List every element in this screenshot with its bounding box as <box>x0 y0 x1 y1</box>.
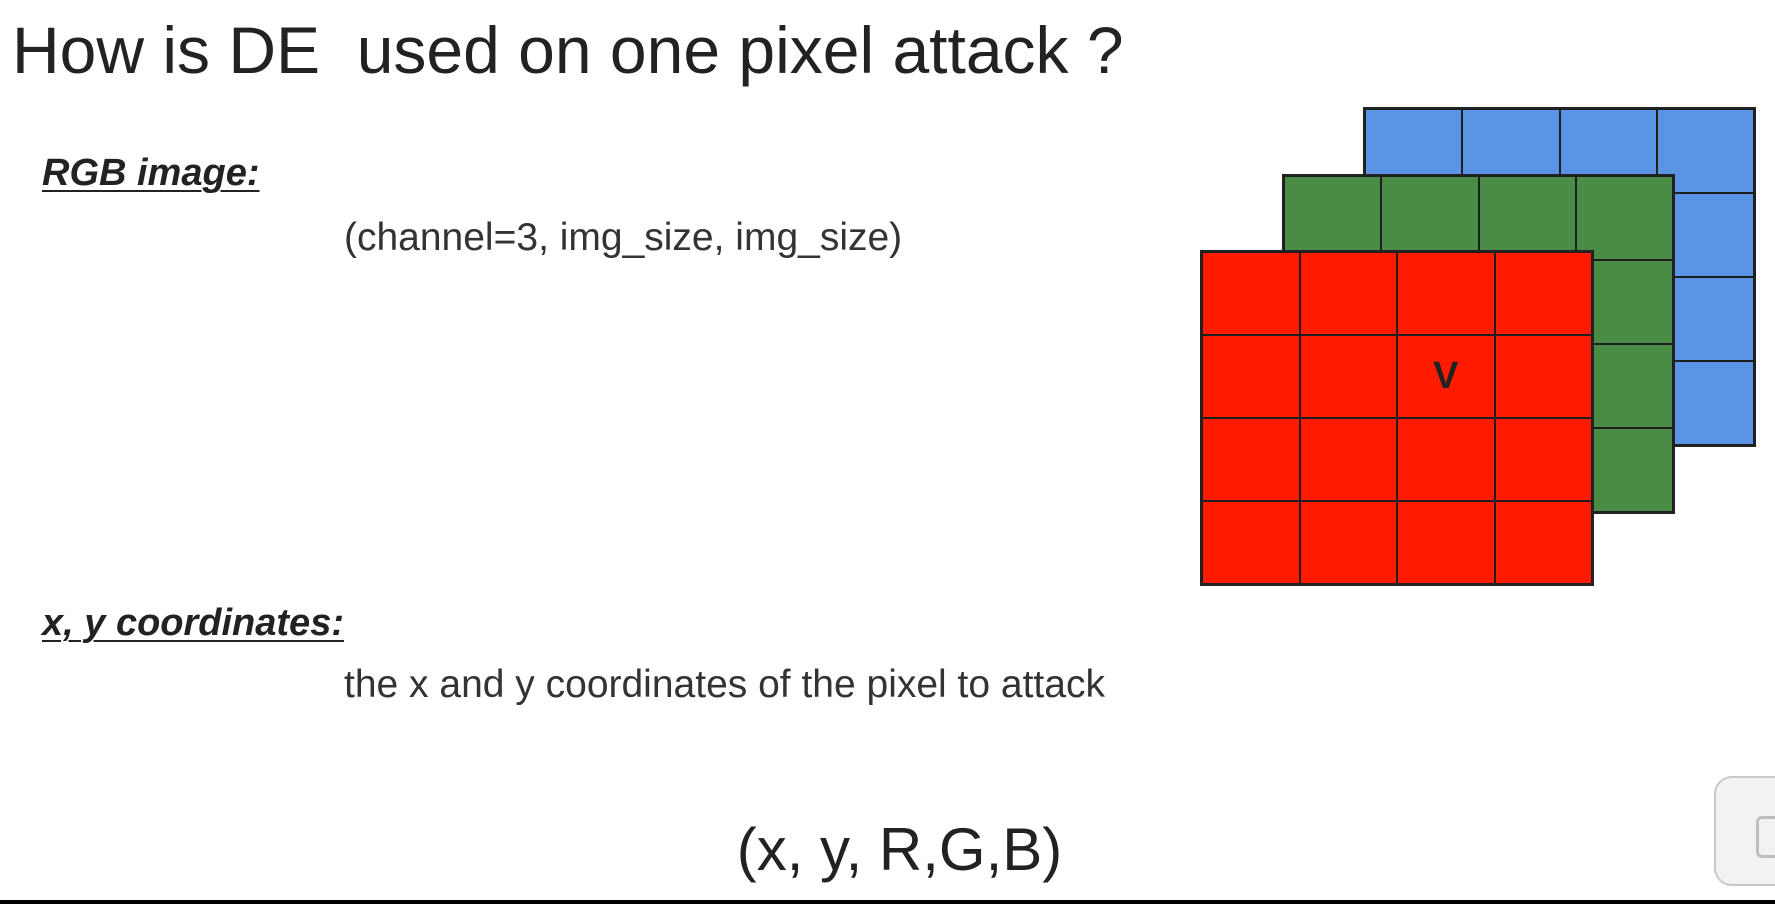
red-grid-cell <box>1299 252 1397 335</box>
rgb-shape-text: (channel=3, img_size, img_size) <box>344 216 903 259</box>
target-pixel-cell: V <box>1397 335 1495 418</box>
green-grid-cell <box>1575 176 1673 260</box>
green-grid-cell <box>1381 176 1479 260</box>
pixel-tuple-text: (x, y, R,G,B) <box>736 816 1063 883</box>
red-grid-cell <box>1299 335 1397 418</box>
red-grid-cell <box>1397 501 1495 584</box>
red-grid-cell <box>1397 252 1495 335</box>
pixel-tuple: (x, y, R,G,B) <box>0 815 1775 884</box>
coordinates-description: the x and y coordinates of the pixel to … <box>344 663 1105 706</box>
red-grid-cell <box>1202 418 1300 501</box>
blue-grid-cell <box>1656 109 1754 193</box>
red-grid-cell <box>1299 418 1397 501</box>
red-grid-cell <box>1494 252 1592 335</box>
rgb-image-label: RGB image: <box>42 152 260 194</box>
red-grid-cell <box>1397 418 1495 501</box>
bottom-border <box>0 900 1775 904</box>
slide-title: How is DE used on one pixel attack ? <box>12 13 1124 87</box>
red-grid-cell <box>1299 501 1397 584</box>
red-grid-cell <box>1202 335 1300 418</box>
red-channel-grid: V <box>1200 250 1594 586</box>
red-grid-cell <box>1202 252 1300 335</box>
green-grid-cell <box>1284 176 1382 260</box>
red-grid-cell <box>1494 501 1592 584</box>
video-overlay-icon[interactable] <box>1714 776 1775 886</box>
green-grid-cell <box>1478 176 1576 260</box>
red-grid-cell <box>1494 418 1592 501</box>
coordinates-label: x, y coordinates: <box>42 602 344 644</box>
red-grid-cell <box>1202 501 1300 584</box>
red-grid-cell <box>1494 335 1592 418</box>
